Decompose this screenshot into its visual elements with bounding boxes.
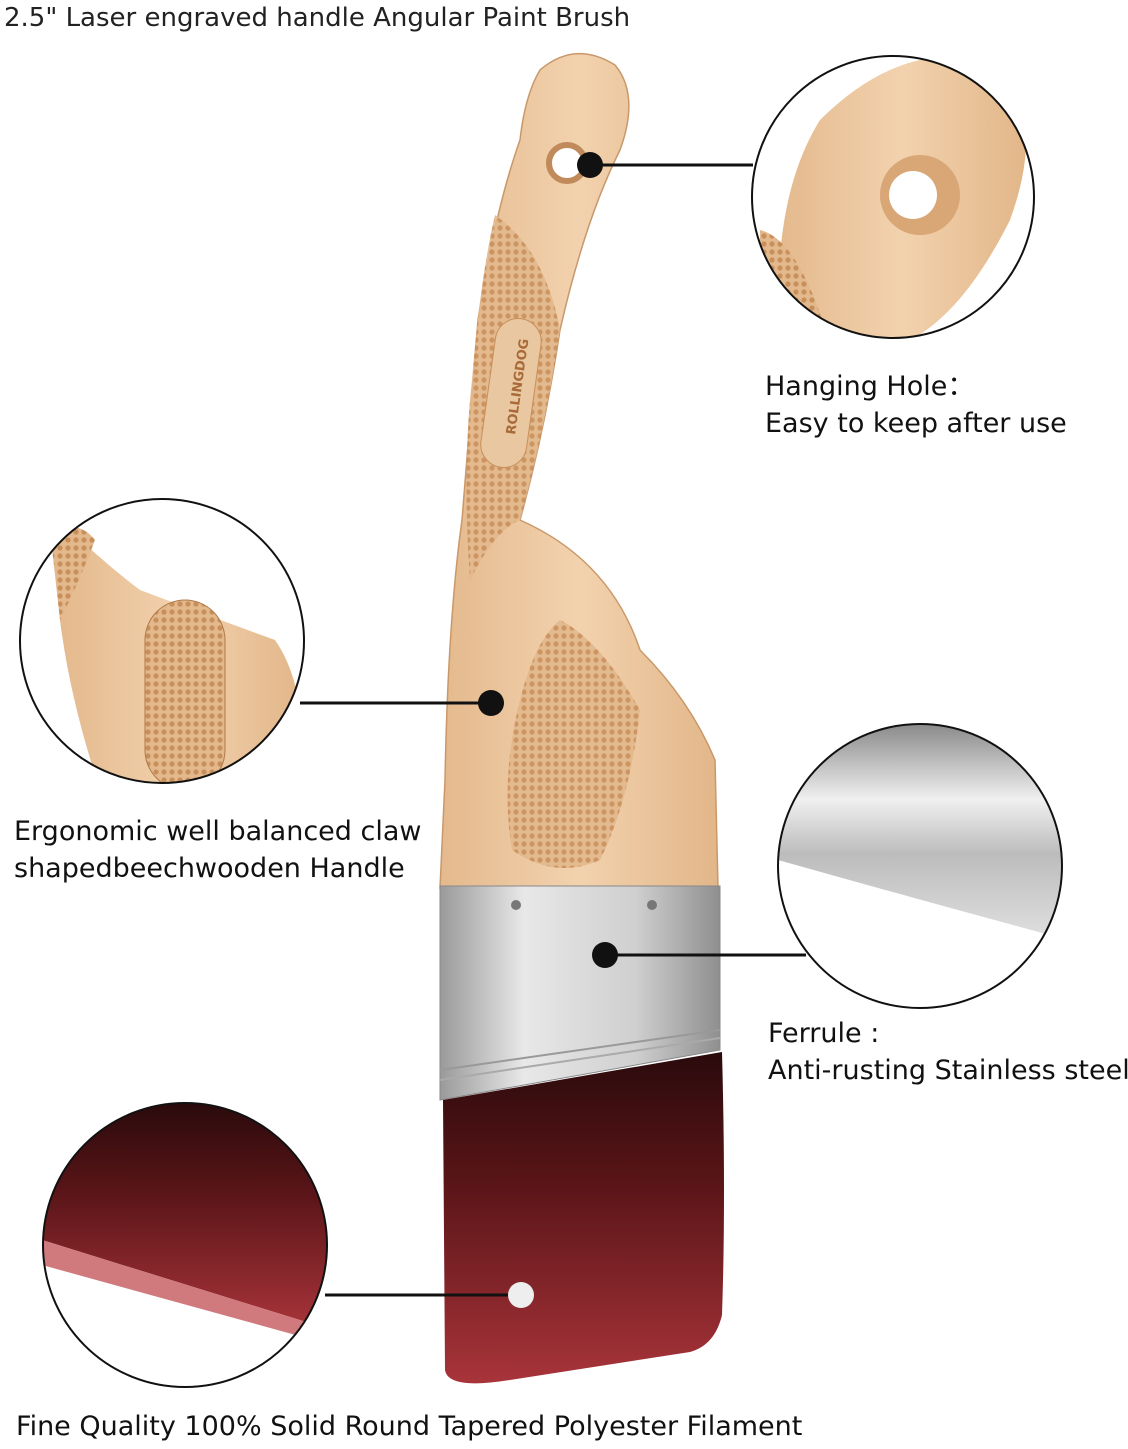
detail-hanging-hole xyxy=(752,56,1034,338)
label-line: Anti-rusting Stainless steels xyxy=(768,1055,1128,1086)
label-line: shapedbeechwooden Handle xyxy=(14,853,405,884)
filament-label: Fine Quality 100% Solid Round Tapered Po… xyxy=(16,1411,803,1442)
marker-dot xyxy=(508,1282,534,1308)
label-line: Hanging Hole： xyxy=(765,371,975,402)
marker-dot xyxy=(478,690,504,716)
page-title: 2.5" Laser engraved handle Angular Paint… xyxy=(4,3,631,33)
bristles xyxy=(443,1052,724,1384)
detail-filament xyxy=(43,1103,327,1387)
label-line: Ergonomic well balanced claw xyxy=(14,816,422,847)
ferrule xyxy=(439,885,721,1101)
wooden-handle: ROLLINGDOG xyxy=(439,53,719,889)
detail-ferrule xyxy=(778,724,1062,1008)
label-line: Ferrule : xyxy=(768,1018,880,1049)
marker-dot xyxy=(577,152,603,178)
connector-lines xyxy=(300,163,806,1297)
hanging-hole-label: Hanging Hole： Easy to keep after use xyxy=(765,368,1067,442)
marker-dot xyxy=(592,942,618,968)
handle-label: Ergonomic well balanced claw shapedbeech… xyxy=(14,813,421,887)
detail-handle xyxy=(20,500,304,783)
label-line: Easy to keep after use xyxy=(765,408,1067,439)
ferrule-label: Ferrule : Anti-rusting Stainless steels xyxy=(768,1015,1128,1089)
